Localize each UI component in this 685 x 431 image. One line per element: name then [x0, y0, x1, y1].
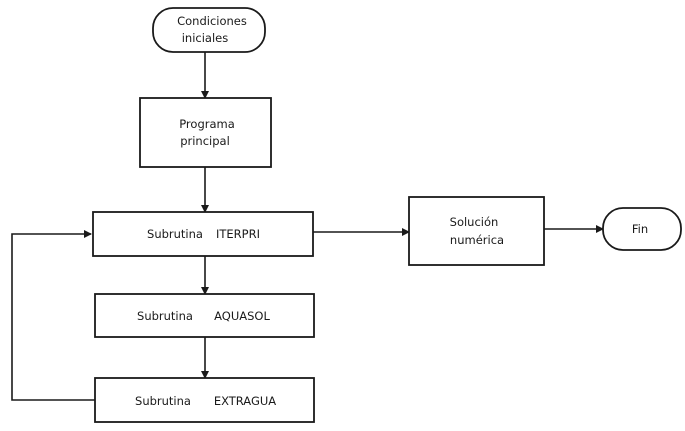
subroutine-iterpri-node: Subrutina ITERPRI: [92, 211, 314, 257]
numerical-solution-label-line-2: numérica: [450, 233, 504, 247]
end-node: Fin: [602, 207, 682, 251]
start-node-label-line-1: Condiciones: [177, 14, 247, 28]
start-node-label-line-2: iniciales: [182, 31, 229, 45]
connector-extragua-loop-back: [11, 230, 95, 401]
subroutine-iterpri-name: ITERPRI: [216, 227, 260, 241]
main-program-label-line-2: principal: [180, 134, 230, 148]
subroutine-extragua-node: Subrutina EXTRAGUA: [94, 377, 315, 423]
subroutine-aquasol-name: AQUASOL: [214, 309, 270, 323]
subroutine-aquasol-node: Subrutina AQUASOL: [94, 293, 315, 338]
numerical-solution-node: Solución numérica: [408, 196, 545, 266]
main-program-node: Programa principal: [139, 97, 272, 168]
subroutine-aquasol-label: Subrutina: [137, 309, 193, 323]
subroutine-extragua-label: Subrutina: [135, 394, 191, 408]
start-node: Condiciones iniciales: [152, 7, 266, 53]
main-program-label-line-1: Programa: [179, 117, 235, 131]
numerical-solution-label-line-1: Solución: [450, 215, 499, 229]
subroutine-extragua-name: EXTRAGUA: [214, 394, 276, 408]
subroutine-iterpri-label: Subrutina: [147, 227, 203, 241]
end-node-label: Fin: [632, 222, 648, 236]
